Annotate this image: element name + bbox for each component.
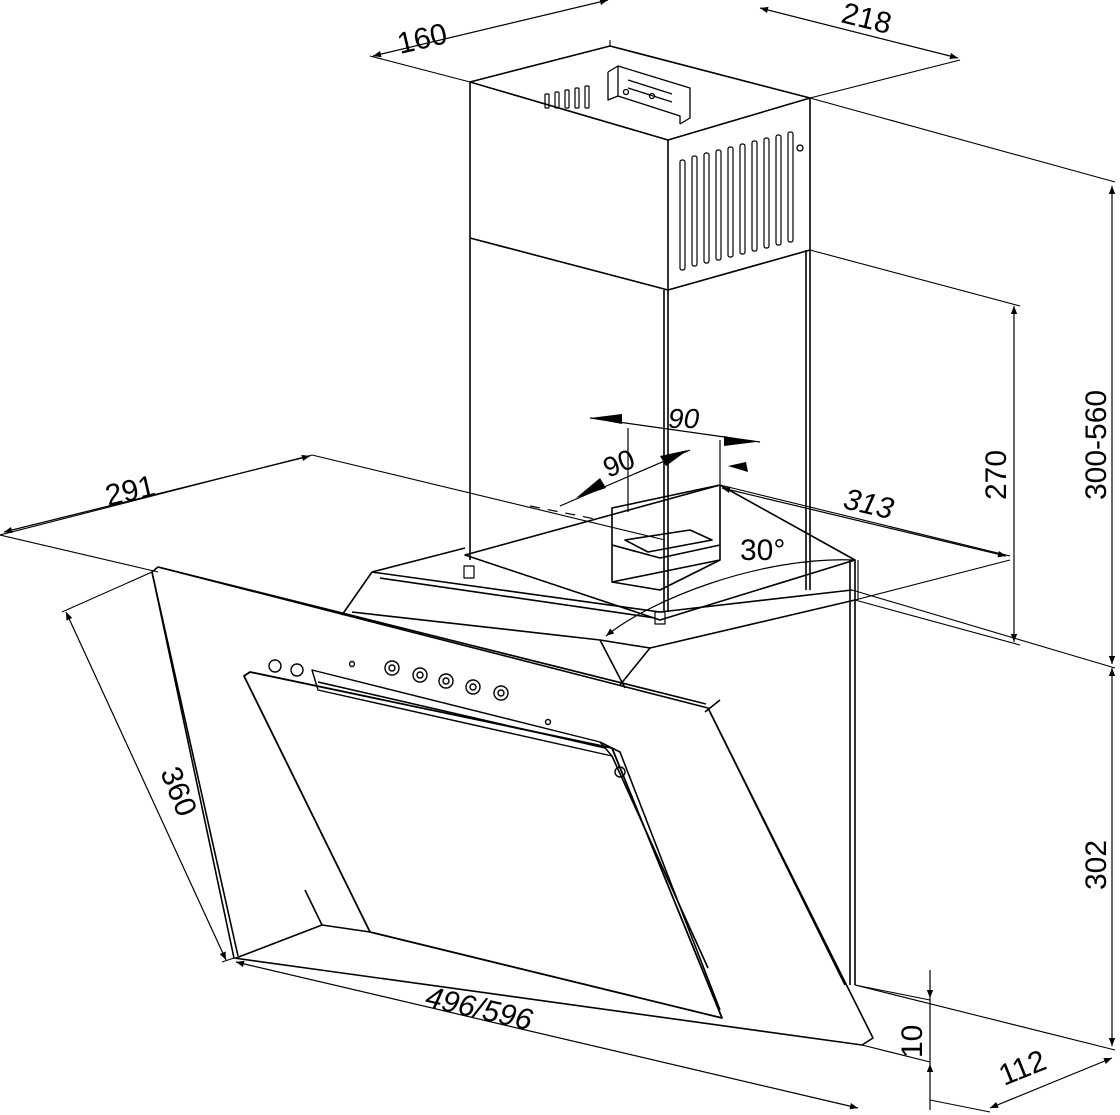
label-bottom-thickness: 10	[896, 1025, 929, 1058]
label-body-height: 302	[1080, 840, 1113, 890]
label-hood-width: 313	[840, 483, 897, 526]
dim-line-hood-width-front	[235, 960, 859, 1110]
label-chimney-width: 218	[838, 0, 895, 41]
chimney-bracket	[607, 65, 804, 152]
hood-body	[709, 560, 856, 986]
label-tilt-angle: 30°	[740, 534, 785, 567]
duct-outlet	[611, 484, 721, 591]
label-total-height: 300-560	[1080, 390, 1113, 500]
dim-line-panel-height	[65, 611, 227, 961]
label-outlet-depth: 90	[599, 443, 640, 483]
dimension-lines	[3, 0, 1116, 1110]
chimney	[469, 45, 811, 612]
hood-top-plate	[341, 484, 856, 689]
chimney-vent-slots	[679, 131, 794, 271]
dim-line-bottom-depth	[989, 1057, 1113, 1109]
label-panel-height: 360	[154, 762, 203, 821]
extension-lines	[0, 40, 1116, 1113]
label-outlet-width: 90	[668, 403, 700, 434]
chimney-rear-vents	[544, 85, 590, 109]
label-bottom-depth: 112	[994, 1044, 1051, 1093]
label-hood-width-front: 496/596	[422, 981, 535, 1038]
dim-line-chimney-depth	[372, 0, 609, 58]
dim-line-hood-depth	[3, 454, 311, 534]
dim-line-hood-width	[721, 486, 1007, 558]
label-chimney-depth: 160	[394, 17, 450, 60]
label-inner-height: 270	[980, 450, 1013, 500]
control-buttons	[268, 659, 626, 778]
dim-line-chimney-width	[759, 6, 959, 60]
glass-panel	[151, 566, 874, 1046]
dim-arc-tilt-angle	[605, 559, 856, 637]
dimension-labels: 160 218 300-560 270 291 313 90 90 30° 36…	[102, 0, 1113, 1092]
label-hood-depth: 291	[102, 469, 158, 512]
